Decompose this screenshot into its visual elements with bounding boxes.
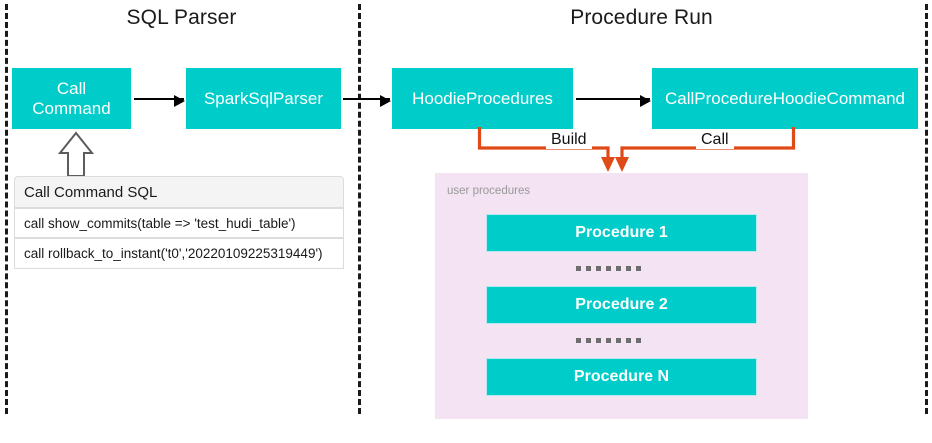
user-procedures-panel-label: user procedures bbox=[447, 185, 531, 197]
section-title-sql-parser: SQL Parser bbox=[126, 6, 237, 29]
section-divider-middle bbox=[358, 4, 361, 414]
node-call-command-line-1: Call bbox=[56, 79, 87, 99]
sql-card-header: Call Command SQL bbox=[14, 176, 344, 208]
node-hoodie-procedures[interactable]: HoodieProcedures bbox=[392, 68, 573, 129]
section-divider-left bbox=[5, 4, 8, 414]
arrow-hoodie-procedures-to-call-procedure-hoodie-command bbox=[576, 94, 651, 107]
call-command-sql-card: Call Command SQL call show_commits(table… bbox=[14, 176, 344, 269]
connector-label-call: Call bbox=[696, 131, 734, 149]
ellipsis-dots bbox=[576, 266, 641, 271]
sql-card-row: call rollback_to_instant('t0','202201092… bbox=[14, 238, 344, 269]
arrow-call-command-to-spark-sql-parser bbox=[134, 94, 185, 107]
node-call-command-line-2: Command bbox=[32, 98, 111, 118]
connector-label-build: Build bbox=[546, 131, 592, 149]
procedure-box-1[interactable]: Procedure 1 bbox=[486, 214, 757, 252]
node-call-procedure-hoodie-command[interactable]: CallProcedureHoodieCommand bbox=[652, 68, 918, 129]
arrow-spark-sql-parser-to-hoodie-procedures bbox=[343, 94, 391, 107]
orange-connectors bbox=[477, 127, 796, 172]
sql-card-row: call show_commits(table => 'test_hudi_ta… bbox=[14, 208, 344, 238]
node-spark-sql-parser[interactable]: SparkSqlParser bbox=[186, 68, 341, 129]
section-title-procedure-run: Procedure Run bbox=[570, 6, 713, 29]
procedure-box-n[interactable]: Procedure N bbox=[486, 358, 757, 396]
procedure-box-2[interactable]: Procedure 2 bbox=[486, 286, 757, 324]
ellipsis-dots bbox=[576, 338, 641, 343]
up-arrow-icon bbox=[57, 131, 95, 177]
section-divider-right bbox=[925, 4, 928, 414]
node-call-command[interactable]: Call Command bbox=[12, 68, 131, 129]
